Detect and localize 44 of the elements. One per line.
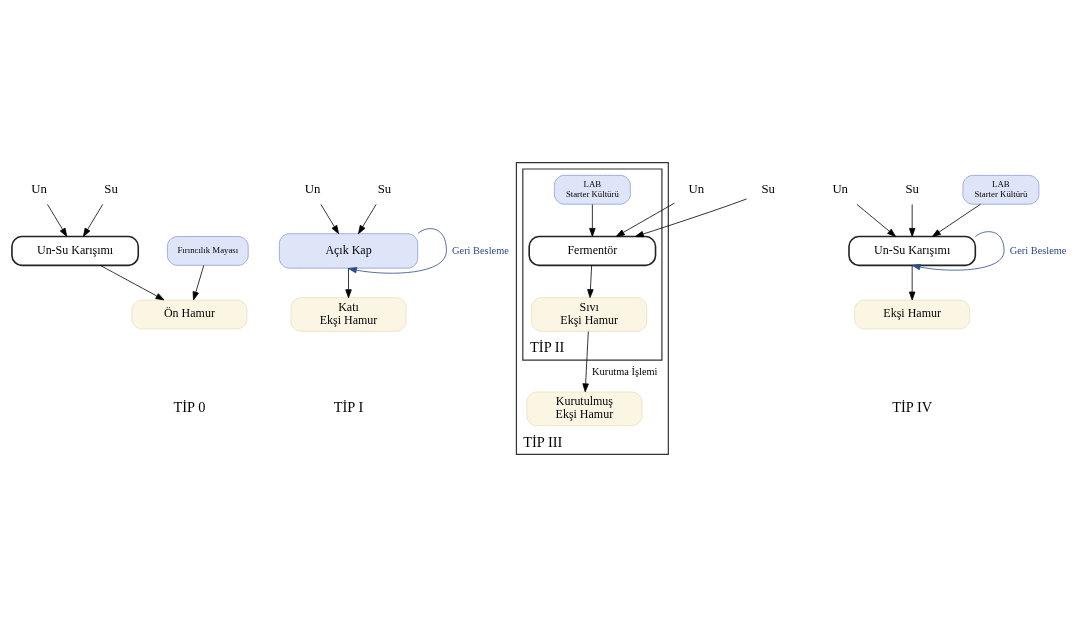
edge-label: Geri Besleme xyxy=(452,244,509,256)
arrow xyxy=(320,204,339,235)
arrow xyxy=(908,204,916,237)
arrow xyxy=(345,267,352,299)
node-box: Un-Su Karışımı xyxy=(11,235,140,267)
arrow xyxy=(856,204,896,237)
arrow xyxy=(348,228,447,274)
arrow xyxy=(587,265,594,298)
node-box: Sıvı Ekşi Hamur xyxy=(531,297,648,332)
node-box: LAB Starter Kültürü xyxy=(962,175,1040,205)
node-text: Su xyxy=(104,181,118,196)
arrow xyxy=(582,331,589,393)
node-text: Un xyxy=(304,181,321,196)
label: TİP 0 xyxy=(173,399,206,416)
arrow xyxy=(911,231,1005,271)
node-text: Un xyxy=(688,181,705,196)
node-box: Un-Su Karışımı xyxy=(848,235,977,267)
arrow xyxy=(932,203,981,237)
node-text: Su xyxy=(905,181,919,196)
edge-label: Kurutma İşlemi xyxy=(592,365,658,377)
node-text: Su xyxy=(377,181,392,196)
node-box: Ekşi Hamur xyxy=(854,299,971,330)
node-box: Katı Ekşi Hamur xyxy=(290,297,407,332)
arrow xyxy=(615,202,675,237)
arrow xyxy=(99,264,165,301)
label: TİP IV xyxy=(892,399,933,416)
node-text: Un xyxy=(31,181,47,196)
node-box: Kurutulmuş Ekşi Hamur xyxy=(526,391,643,426)
node-box: Açık Kap xyxy=(278,233,419,269)
arrow xyxy=(908,265,916,301)
node-box: LAB Starter Kültürü xyxy=(554,175,631,205)
arrow xyxy=(47,204,68,237)
edge-label: Geri Besleme xyxy=(1009,244,1067,256)
node-text: Su xyxy=(761,181,775,196)
arrow xyxy=(635,198,747,238)
arrow xyxy=(192,265,205,301)
arrow xyxy=(589,204,596,237)
arrow xyxy=(83,204,104,237)
arrow xyxy=(358,204,377,235)
node-box: Fırıncılık Mayası xyxy=(167,236,249,266)
node-box: Ön Hamur xyxy=(131,299,248,330)
node-box: Fermentör xyxy=(528,235,657,267)
label: TİP I xyxy=(333,399,364,416)
node-text: Un xyxy=(832,181,849,196)
